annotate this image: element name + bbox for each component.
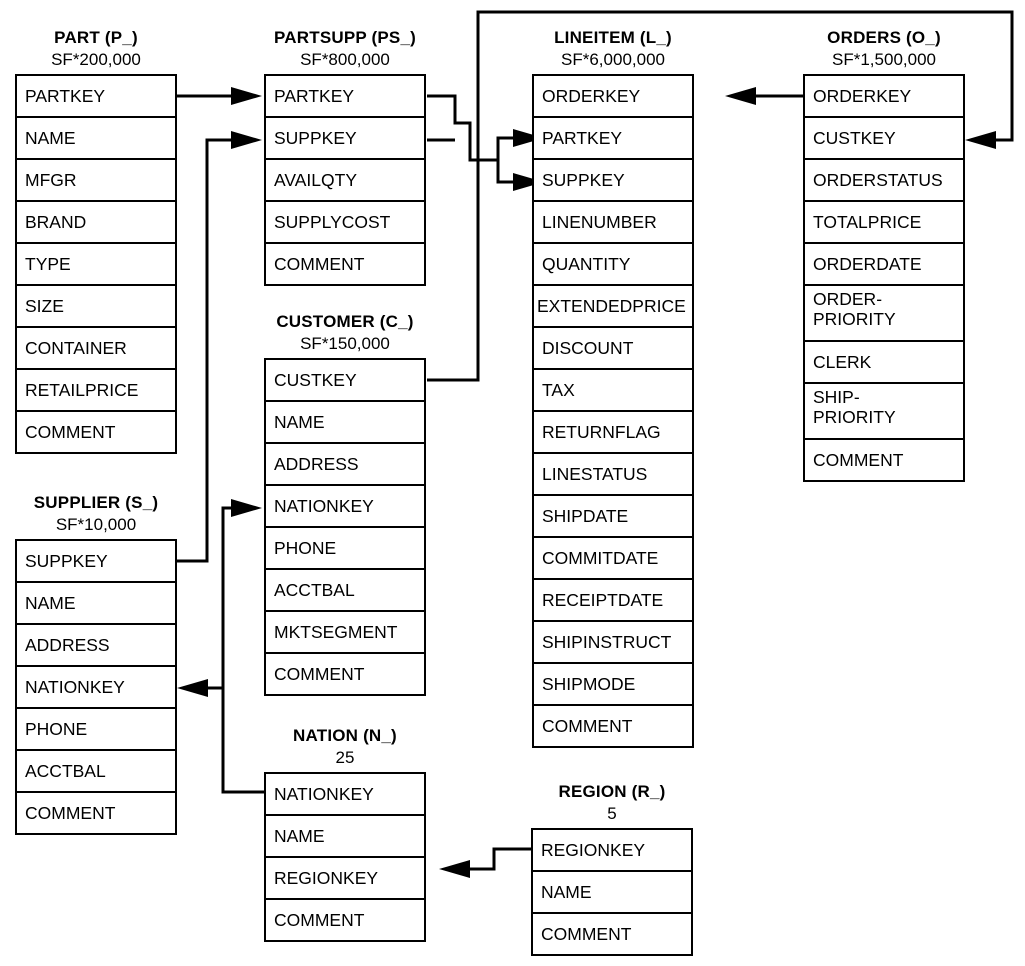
entity-lineitem-title: LINEITEM (L_) — [554, 28, 672, 47]
field-orders-orderstatus[interactable]: ORDERSTATUS — [803, 158, 965, 202]
entity-customer-cardinality: SF*150,000 — [300, 334, 390, 353]
field-lineitem-extendedprice[interactable]: EXTENDEDPRICE — [532, 284, 694, 328]
field-supplier-address[interactable]: ADDRESS — [15, 623, 177, 667]
field-part-comment[interactable]: COMMENT — [15, 410, 177, 454]
field-partsupp-comment[interactable]: COMMENT — [264, 242, 426, 286]
field-lineitem-shipdate[interactable]: SHIPDATE — [532, 494, 694, 538]
field-part-mfgr[interactable]: MFGR — [15, 158, 177, 202]
field-supplier-name[interactable]: NAME — [15, 581, 177, 625]
field-orders-ship-priority[interactable]: SHIP-PRIORITY — [803, 382, 965, 440]
field-customer-address[interactable]: ADDRESS — [264, 442, 426, 486]
field-lineitem-tax[interactable]: TAX — [532, 368, 694, 412]
field-region-name[interactable]: NAME — [531, 870, 693, 914]
field-region-comment[interactable]: COMMENT — [531, 912, 693, 956]
field-lineitem-orderkey[interactable]: ORDERKEY — [532, 74, 694, 118]
connector-part-partkey-to-partsupp-partkey — [177, 87, 262, 105]
field-customer-name[interactable]: NAME — [264, 400, 426, 444]
field-lineitem-comment[interactable]: COMMENT — [532, 704, 694, 748]
field-region-regionkey[interactable]: REGIONKEY — [531, 828, 693, 872]
field-lineitem-discount[interactable]: DISCOUNT — [532, 326, 694, 370]
field-part-container[interactable]: CONTAINER — [15, 326, 177, 370]
entity-customer-title: CUSTOMER (C_) — [276, 312, 414, 331]
field-part-retailprice[interactable]: RETAILPRICE — [15, 368, 177, 412]
field-supplier-comment[interactable]: COMMENT — [15, 791, 177, 835]
entity-partsupp-cardinality: SF*800,000 — [300, 50, 390, 69]
field-customer-phone[interactable]: PHONE — [264, 526, 426, 570]
field-partsupp-partkey[interactable]: PARTKEY — [264, 74, 426, 118]
field-lineitem-linenumber[interactable]: LINENUMBER — [532, 200, 694, 244]
entity-nation-title: NATION (N_) — [293, 726, 397, 745]
field-customer-comment[interactable]: COMMENT — [264, 652, 426, 696]
entity-supplier-cardinality: SF*10,000 — [55, 515, 137, 534]
field-lineitem-returnflag[interactable]: RETURNFLAG — [532, 410, 694, 454]
connector-partsupp-to-lineitem-keys — [427, 94, 544, 191]
entity-orders-cardinality: SF*1,500,000 — [832, 50, 936, 69]
field-supplier-nationkey[interactable]: NATIONKEY — [15, 665, 177, 709]
entity-part-cardinality: SF*200,000 — [51, 50, 141, 69]
field-partsupp-availqty[interactable]: AVAILQTY — [264, 158, 426, 202]
field-orders-clerk[interactable]: CLERK — [803, 340, 965, 384]
field-part-name[interactable]: NAME — [15, 116, 177, 160]
field-lineitem-linestatus[interactable]: LINESTATUS — [532, 452, 694, 496]
field-supplier-suppkey[interactable]: SUPPKEY — [15, 539, 177, 583]
field-lineitem-commitdate[interactable]: COMMITDATE — [532, 536, 694, 580]
field-supplier-phone[interactable]: PHONE — [15, 707, 177, 751]
field-part-brand[interactable]: BRAND — [15, 200, 177, 244]
field-orders-orderkey[interactable]: ORDERKEY — [803, 74, 965, 118]
field-lineitem-partkey[interactable]: PARTKEY — [532, 116, 694, 160]
entity-partsupp-title: PARTSUPP (PS_) — [274, 28, 416, 47]
connector-nation-nationkey-to-supplier-nationkey — [177, 679, 225, 792]
field-lineitem-receiptdate[interactable]: RECEIPTDATE — [532, 578, 694, 622]
field-part-partkey[interactable]: PARTKEY — [15, 74, 177, 118]
field-nation-nationkey[interactable]: NATIONKEY — [264, 772, 426, 816]
field-part-type[interactable]: TYPE — [15, 242, 177, 286]
connector-supplier-suppkey-to-partsupp-suppkey — [177, 131, 262, 563]
entity-region-title: REGION (R_) — [558, 782, 666, 801]
entity-lineitem-cardinality: SF*6,000,000 — [561, 50, 665, 69]
field-customer-nationkey[interactable]: NATIONKEY — [264, 484, 426, 528]
connector-orders-orderkey-to-lineitem-orderkey — [725, 87, 803, 105]
field-nation-comment[interactable]: COMMENT — [264, 898, 426, 942]
entity-part-title: PART (P_) — [54, 28, 138, 47]
field-partsupp-supplycost[interactable]: SUPPLYCOST — [264, 200, 426, 244]
field-orders-comment[interactable]: COMMENT — [803, 438, 965, 482]
field-nation-name[interactable]: NAME — [264, 814, 426, 858]
field-lineitem-shipinstruct[interactable]: SHIPINSTRUCT — [532, 620, 694, 664]
entity-supplier-title: SUPPLIER (S_) — [33, 493, 159, 512]
field-lineitem-suppkey[interactable]: SUPPKEY — [532, 158, 694, 202]
connector-nation-nationkey-to-customer-nationkey — [221, 499, 264, 794]
field-customer-custkey[interactable]: CUSTKEY — [264, 358, 426, 402]
field-supplier-acctbal[interactable]: ACCTBAL — [15, 749, 177, 793]
entity-orders-title: ORDERS (O_) — [827, 28, 941, 47]
field-orders-orderdate[interactable]: ORDERDATE — [803, 242, 965, 286]
entity-nation-cardinality: 25 — [335, 748, 355, 767]
field-customer-acctbal[interactable]: ACCTBAL — [264, 568, 426, 612]
field-orders-order-priority[interactable]: ORDER-PRIORITY — [803, 284, 965, 342]
field-part-size[interactable]: SIZE — [15, 284, 177, 328]
field-partsupp-suppkey[interactable]: SUPPKEY — [264, 116, 426, 160]
field-customer-mktsegment[interactable]: MKTSEGMENT — [264, 610, 426, 654]
field-orders-custkey[interactable]: CUSTKEY — [803, 116, 965, 160]
entity-region-cardinality: 5 — [607, 804, 617, 823]
connector-region-regionkey-to-nation-regionkey — [439, 847, 531, 878]
field-nation-regionkey[interactable]: REGIONKEY — [264, 856, 426, 900]
field-lineitem-quantity[interactable]: QUANTITY — [532, 242, 694, 286]
field-orders-totalprice[interactable]: TOTALPRICE — [803, 200, 965, 244]
field-lineitem-shipmode[interactable]: SHIPMODE — [532, 662, 694, 706]
